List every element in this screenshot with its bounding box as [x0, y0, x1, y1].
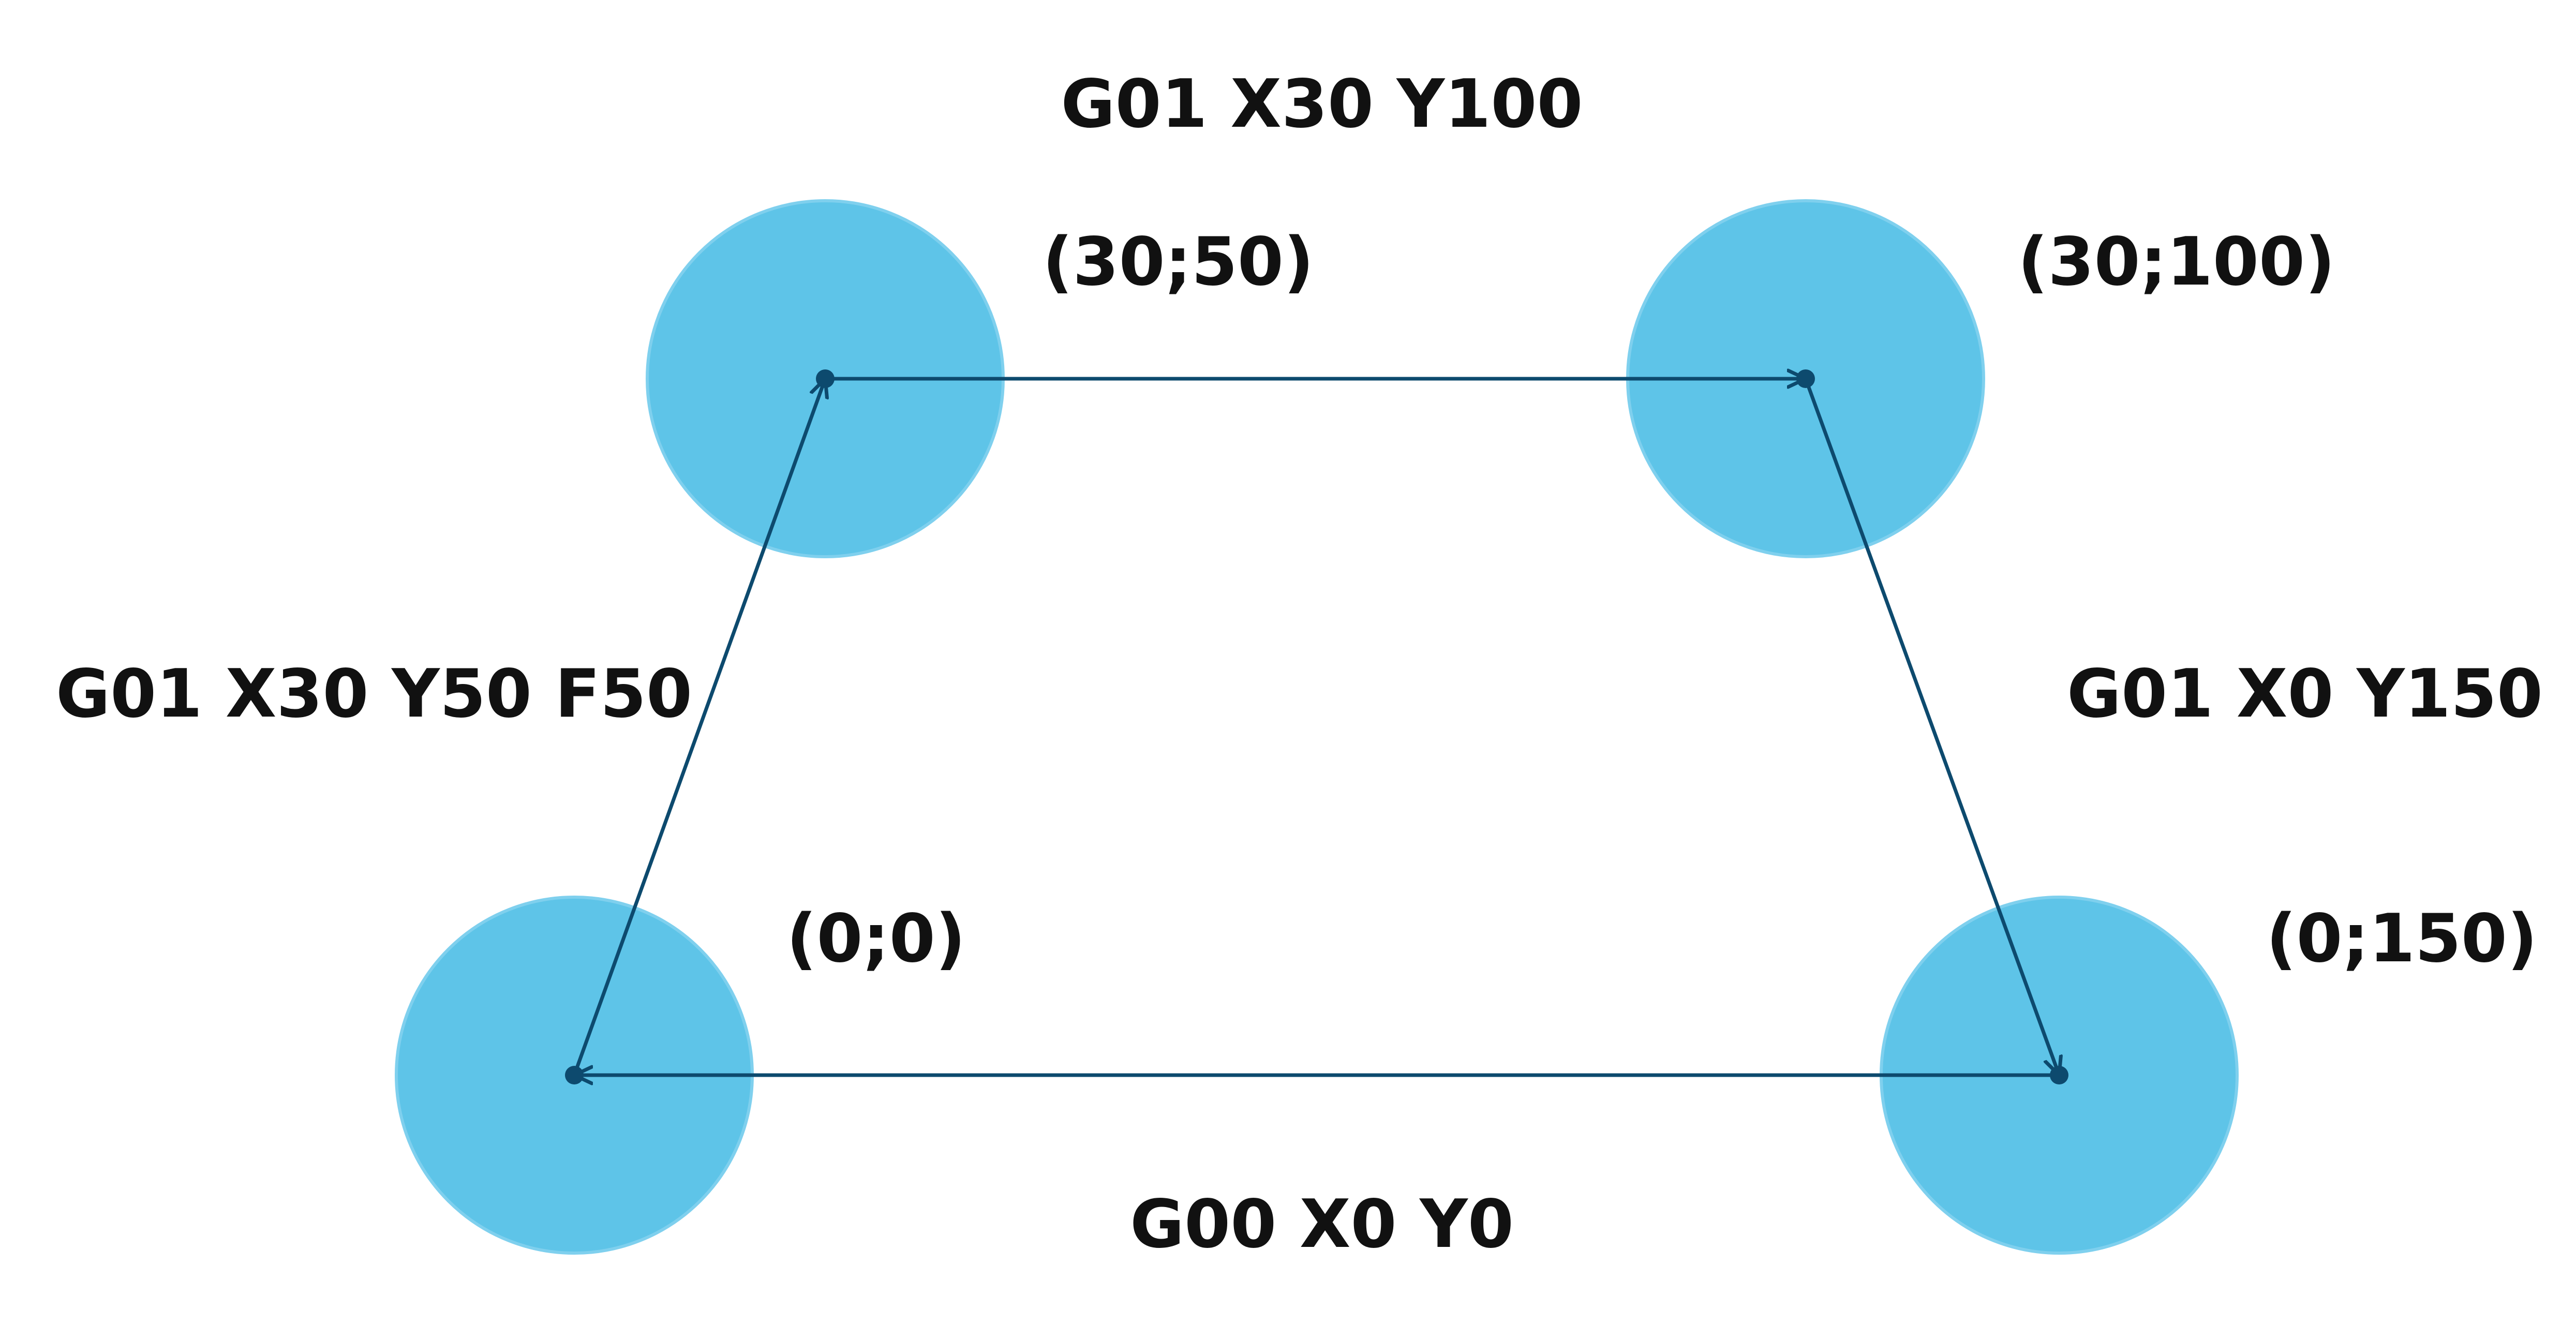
point-dot-p0-150 [2050, 1066, 2068, 1084]
move-line-origin-to-p30-50 [572, 379, 825, 1076]
coordinate-labels: (0;0) (30;50) (30;100) (0;150) [786, 224, 2537, 977]
point-dot-p30-50 [816, 369, 835, 388]
coordinate-label-origin: (0;0) [786, 900, 965, 977]
command-labels: G01 X30 Y50 F50 G01 X30 Y100 G01 X0 Y150… [56, 66, 2543, 1263]
command-label-move-2: G01 X30 Y100 [1061, 66, 1583, 143]
coordinate-label-p30-100: (30;100) [2018, 224, 2335, 301]
move-paths [574, 379, 2059, 1075]
coordinate-label-p0-150: (0;150) [2266, 900, 2537, 977]
command-label-move-1: G01 X30 Y50 F50 [56, 656, 692, 733]
command-label-move-4: G00 X0 Y0 [1130, 1186, 1514, 1263]
point-dot-p30-100 [1796, 369, 1815, 388]
point-dot-origin [565, 1066, 584, 1084]
point-dots [565, 369, 2068, 1084]
move-line-p30-100-to-p0-150 [1804, 378, 2059, 1075]
coordinate-label-p30-50: (30;50) [1043, 224, 1314, 301]
command-label-move-3: G01 X0 Y150 [2067, 656, 2543, 733]
